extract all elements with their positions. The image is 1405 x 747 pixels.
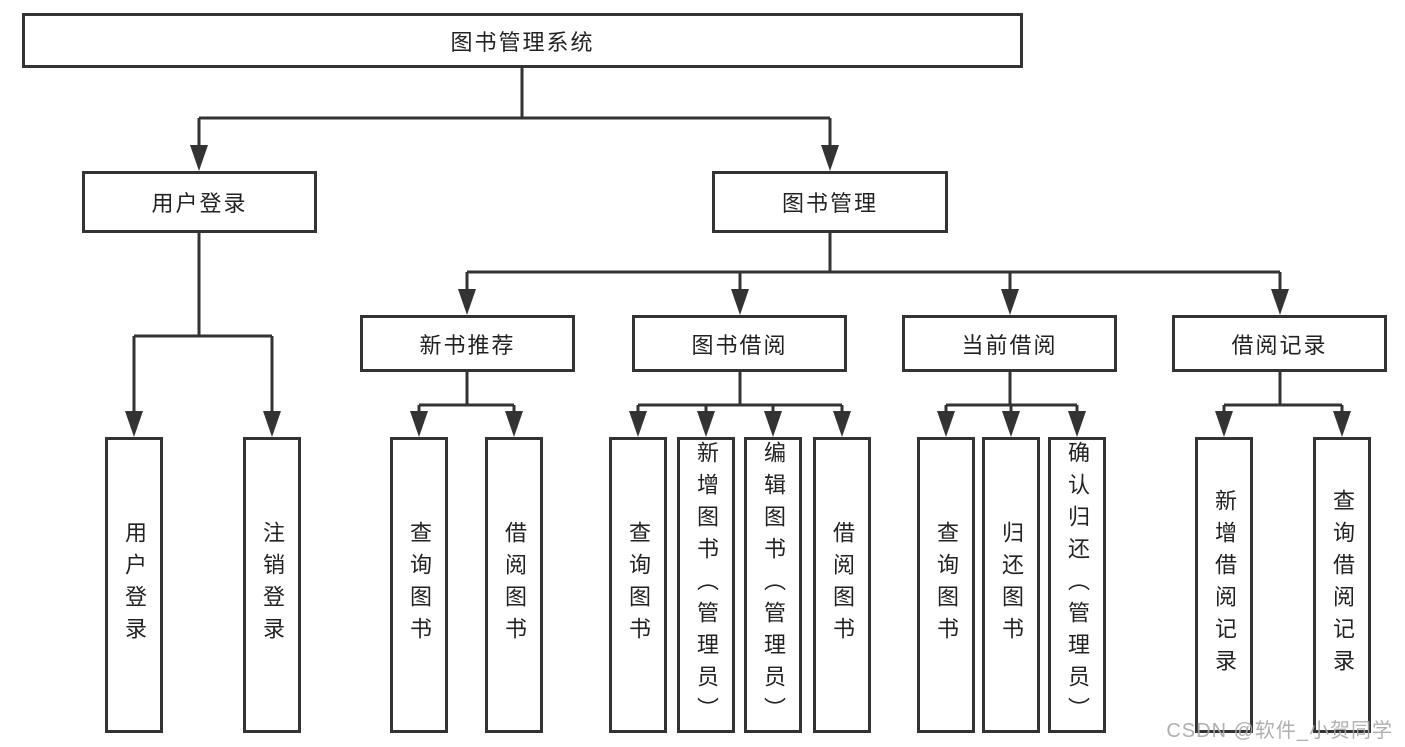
node-book-management: 图书管理 (712, 171, 948, 233)
node-label: 新书推荐 (419, 332, 516, 358)
leaf-add-books-admin: 新增图书（管理员） (677, 437, 735, 733)
leaf-query-books-borrow: 查询图书 (609, 437, 667, 733)
node-label: 图书管理 (781, 191, 878, 216)
node-label: 图书管理系统 (450, 29, 595, 55)
leaf-label: 查询图书 (407, 521, 432, 649)
node-borrow-records: 借阅记录 (1172, 315, 1387, 372)
leaf-label: 查询借阅记录 (1330, 489, 1355, 681)
leaf-label: 归还图书 (999, 521, 1024, 649)
leaf-edit-books-admin: 编辑图书（管理员） (744, 437, 802, 733)
leaf-label: 查询图书 (934, 521, 959, 649)
leaf-label: 新增借阅记录 (1212, 489, 1237, 681)
node-label: 借阅记录 (1231, 332, 1328, 358)
leaf-query-borrow-record: 查询借阅记录 (1313, 437, 1371, 733)
node-book-borrow: 图书借阅 (632, 315, 847, 372)
csdn-watermark: CSDN @软件_小贺同学 (1166, 720, 1393, 742)
leaf-label: 注销登录 (260, 521, 285, 649)
leaf-borrow-books: 借阅图书 (813, 437, 871, 733)
leaf-query-books-recommend: 查询图书 (390, 437, 448, 733)
leaf-label: 新增图书（管理员） (694, 441, 719, 729)
leaf-label: 编辑图书（管理员） (761, 441, 786, 729)
connector-lines (132, 68, 1344, 413)
node-current-borrow: 当前借阅 (902, 315, 1117, 372)
leaf-confirm-return-admin: 确认归还（管理员） (1048, 437, 1106, 733)
node-label: 用户登录 (151, 191, 248, 216)
node-label: 图书借阅 (691, 332, 788, 358)
leaf-add-borrow-record: 新增借阅记录 (1195, 437, 1253, 733)
node-label: 当前借阅 (961, 332, 1058, 358)
arrowhead-icons (125, 145, 1351, 437)
leaf-label: 用户登录 (122, 521, 147, 649)
leaf-label: 借阅图书 (502, 521, 527, 649)
node-new-book-recommend: 新书推荐 (360, 315, 575, 372)
leaf-return-books: 归还图书 (982, 437, 1040, 733)
leaf-label: 借阅图书 (830, 521, 855, 649)
leaf-label: 确认归还（管理员） (1065, 441, 1090, 729)
leaf-label: 查询图书 (626, 521, 651, 649)
leaf-query-books-current: 查询图书 (917, 437, 975, 733)
node-user-login: 用户登录 (82, 171, 317, 233)
leaf-logout: 注销登录 (243, 437, 301, 733)
node-root-system: 图书管理系统 (22, 13, 1023, 68)
leaf-user-login: 用户登录 (105, 437, 163, 733)
leaf-borrow-books-recommend: 借阅图书 (485, 437, 543, 733)
